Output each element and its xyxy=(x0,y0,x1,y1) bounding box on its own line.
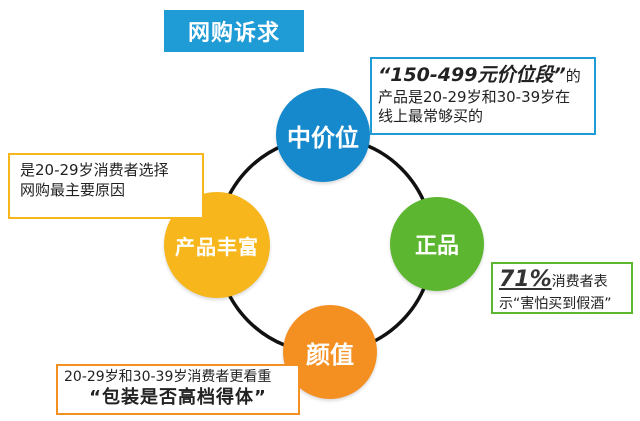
note-price-line2: 产品是20-29岁和30-39岁在 xyxy=(378,87,571,106)
note-looks-line1: 20-29岁和30-39岁消费者更看重 xyxy=(64,369,272,385)
note-price-quote-suffix: 的 xyxy=(565,67,581,85)
note-price-line1: “150-499元价位段”的 xyxy=(378,63,588,88)
node-genuine: 正品 xyxy=(390,197,484,291)
node-appearance-label: 颜值 xyxy=(306,340,354,369)
note-variety-line1: 是20-29岁消费者选择 xyxy=(20,161,169,179)
note-looks: 20-29岁和30-39岁消费者更看重 “包装是否高档得体” xyxy=(56,364,300,415)
note-variety-line2: 网购最主要原因 xyxy=(20,180,126,199)
note-variety: 是20-29岁消费者选择 网购最主要原因 xyxy=(8,153,204,219)
node-product-variety: 产品丰富 xyxy=(164,192,270,298)
note-price-line3: 线上最常够买的 xyxy=(378,107,484,126)
note-genuine-line1: 71%消费者表 xyxy=(499,266,625,295)
note-genuine-percent: 71% xyxy=(499,267,552,292)
note-price-quote: “150-499元价位段” xyxy=(378,64,566,86)
note-genuine-line2: 示“害怕买到假酒” xyxy=(499,295,612,312)
node-mid-price-label: 中价位 xyxy=(287,123,359,152)
node-mid-price: 中价位 xyxy=(276,88,370,182)
note-genuine: 71%消费者表 示“害怕买到假酒” xyxy=(491,262,633,314)
diagram-title: 网购诉求 xyxy=(164,10,304,52)
node-genuine-label: 正品 xyxy=(414,234,459,259)
node-product-variety-label: 产品丰富 xyxy=(175,234,259,259)
note-looks-quote: “包装是否高档得体” xyxy=(89,387,267,409)
note-price: “150-499元价位段”的 产品是20-29岁和30-39岁在 线上最常够买的 xyxy=(370,57,596,135)
note-genuine-line1-suffix: 消费者表 xyxy=(551,274,608,290)
